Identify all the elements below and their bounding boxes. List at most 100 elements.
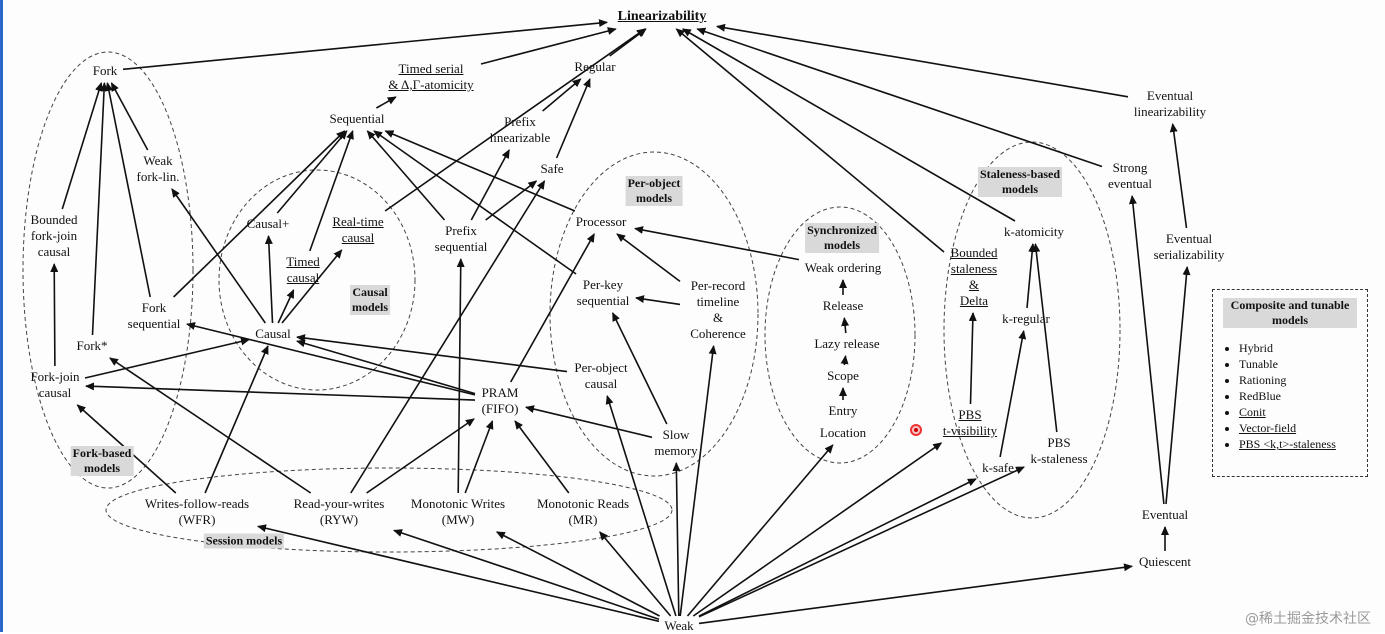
edge-weak-to-pbskstale	[698, 466, 1025, 618]
edge-weak-to-wfr	[257, 524, 660, 623]
edge-weak-to-mw	[495, 531, 660, 617]
node-label-line: k-regular	[1002, 311, 1050, 326]
edge-pram-to-forkseq	[186, 322, 476, 396]
node-causalplus: Causal+	[247, 216, 290, 232]
edge-processor-to-sequential	[384, 130, 576, 212]
edge-strongeventual-to-lin	[696, 27, 1103, 168]
node-label-line: PBS	[1047, 435, 1071, 450]
node-katomicity: k-atomicity	[1004, 224, 1064, 240]
edge-prefixseq-to-safe	[485, 180, 538, 221]
node-label-line: &	[968, 277, 980, 292]
node-label-line: eventual	[1107, 176, 1153, 191]
node-label-line: Eventual	[1146, 88, 1194, 103]
node-scope: Scope	[827, 368, 859, 384]
edge-weak-to-perobject	[605, 395, 677, 617]
node-label-line: Weak	[143, 153, 173, 168]
node-label-line: Monotonic Reads	[536, 496, 630, 511]
node-label-line: (MR)	[568, 512, 598, 527]
node-label-line: & Δ,Γ-atomicity	[388, 77, 474, 92]
node-label-line: Safe	[540, 161, 564, 176]
node-label-line: Quiescent	[1139, 554, 1191, 569]
node-label-line: (RYW)	[319, 512, 359, 527]
node-weak: Weak	[664, 618, 693, 634]
node-label-line: Location	[819, 425, 867, 440]
edge-forkstar-to-fork	[91, 82, 109, 336]
edge-weak-to-location	[686, 444, 834, 617]
staleness-group	[943, 141, 1121, 519]
node-label-line: Read-your-writes	[293, 496, 385, 511]
node-lazyrelease: Lazy release	[814, 336, 879, 352]
edge-pram-to-processor	[510, 233, 595, 383]
node-label-line: PBS	[958, 407, 982, 422]
node-label-line: PRAM	[481, 385, 519, 400]
node-label-line: causal	[341, 230, 375, 245]
node-label-line: Fork-join	[30, 369, 80, 384]
node-label-line: (FIFO)	[481, 401, 519, 416]
node-label-line: Sequential	[329, 111, 385, 126]
node-label-line: Monotonic Writes	[410, 496, 506, 511]
edge-eventualser-to-eventuallin	[1169, 123, 1188, 229]
node-label-line: (WFR)	[178, 512, 216, 527]
edge-weakordering-to-processor	[634, 226, 800, 261]
per-object-group	[549, 151, 759, 477]
node-label-line: linearizability	[1133, 104, 1207, 119]
node-label-line: Prefix	[445, 223, 477, 238]
node-label-line: causal	[38, 385, 72, 400]
node-kregular: k-regular	[1002, 311, 1050, 327]
node-fork: Fork	[93, 63, 118, 79]
node-label-line: Writes-follow-reads	[144, 496, 250, 511]
node-timedserial: Timed serial& Δ,Γ-atomicity	[388, 61, 473, 93]
node-label-line: Bounded	[950, 245, 998, 260]
edge-forkjoin-to-causal	[84, 337, 250, 379]
node-label-line: Timed	[286, 254, 320, 269]
node-label-line: Processor	[575, 214, 627, 229]
edge-pram-to-causal	[296, 339, 476, 395]
node-label-line: causal	[37, 244, 71, 259]
node-label-line: Per-key	[582, 277, 624, 292]
fork-based-group	[22, 51, 194, 489]
node-label-line: serializability	[1153, 247, 1225, 262]
node-label-line: causal	[286, 270, 320, 285]
edge-weak-to-quiescent	[698, 563, 1133, 625]
node-label-line: Lazy release	[814, 336, 880, 351]
node-location: Location	[820, 425, 866, 441]
node-entry: Entry	[829, 403, 858, 419]
node-label-line: k-safe	[982, 460, 1014, 475]
edge-weakforklin-to-fork	[110, 82, 149, 151]
edge-forkseq-to-fork	[105, 82, 151, 298]
node-label-line: Slow	[662, 427, 690, 442]
node-label-line: Causal+	[246, 216, 290, 231]
edge-boundedforkjoin-to-fork	[61, 82, 103, 210]
node-label-line: Bounded	[30, 212, 78, 227]
edge-weak-to-mr	[599, 531, 672, 617]
edge-weak-to-slowmem	[672, 462, 681, 617]
node-label-line: Weak	[664, 618, 694, 633]
causal-group	[218, 169, 416, 391]
edge-ryw-to-pram	[366, 418, 475, 494]
composite-item: Vector-field	[1239, 420, 1361, 436]
edge-causal-to-timedcausal	[277, 289, 295, 324]
group-label-session: Session models	[203, 533, 285, 549]
edge-ryw-to-safe	[350, 180, 546, 494]
node-label-line: Fork	[141, 300, 167, 315]
edge-eventual-to-strongeventual	[1128, 195, 1165, 505]
session-group	[105, 467, 673, 553]
composite-item: Rationing	[1239, 372, 1361, 388]
edge-lazyrelease-to-release	[841, 317, 850, 334]
node-label-line: sequential	[434, 239, 488, 254]
node-label-line: Weak ordering	[804, 260, 882, 275]
node-label-line: k-staleness	[1030, 451, 1088, 466]
